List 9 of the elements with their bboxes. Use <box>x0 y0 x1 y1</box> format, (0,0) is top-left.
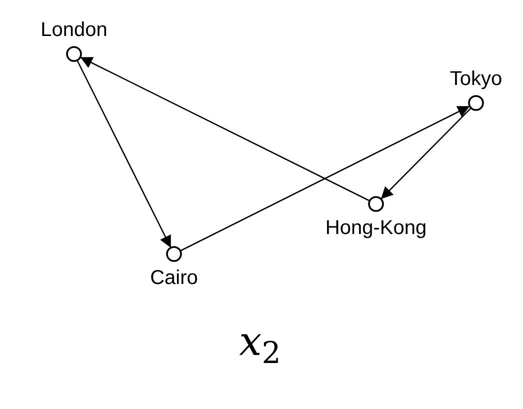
city-label: Hong-Kong <box>325 217 427 239</box>
arrow <box>76 60 172 248</box>
arrow <box>180 106 470 252</box>
city-label: London <box>40 19 108 41</box>
caption: x$_{2}$ <box>238 318 282 366</box>
city-label: Tokyo <box>450 68 502 90</box>
city-label: Cairo <box>150 267 198 289</box>
arrow <box>380 108 472 200</box>
arrow <box>80 56 370 202</box>
